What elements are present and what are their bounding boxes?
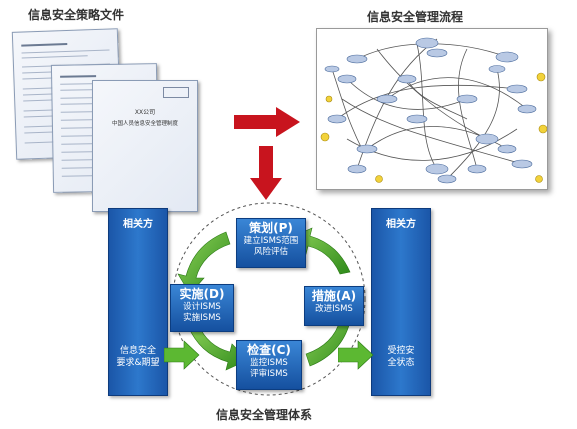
- phase-plan-line-2: 风险评估: [253, 247, 288, 257]
- right-footer-line-2: 全状态: [387, 358, 415, 368]
- document-company-name: XX公司: [134, 109, 156, 116]
- phase-plan-box: 策划(P) 建立ISMS范围 风险评估: [236, 218, 306, 268]
- policy-docs-title: 信息安全策略文件: [28, 8, 125, 22]
- process-flow-frame: [316, 28, 548, 190]
- red-arrow-down-icon: [250, 146, 282, 200]
- stakeholder-left-requirements: 信息安全 要求&期望: [111, 345, 165, 369]
- red-arrow-right-icon: [234, 107, 300, 137]
- stakeholder-left-pillar: 相关方 信息安全 要求&期望: [108, 208, 168, 396]
- left-footer-line-2: 要求&期望: [116, 358, 160, 368]
- phase-check-line-1: 监控ISMS: [250, 358, 288, 368]
- stakeholder-left-header: 相关方: [123, 219, 153, 230]
- phase-check-title: 检查(C): [247, 343, 291, 357]
- phase-do-line-2: 实施ISMS: [183, 313, 221, 323]
- phase-act-box: 措施(A) 改进ISMS: [304, 286, 364, 326]
- phase-act-line-1: 改进ISMS: [315, 304, 353, 314]
- document-subtitle: 中国人员信息安全管理制度: [111, 121, 178, 127]
- process-flow-diagram: [320, 37, 548, 184]
- phase-check-line-2: 评审ISMS: [250, 369, 288, 379]
- output-arrow-icon: [338, 340, 374, 370]
- phase-plan-title: 策划(P): [249, 221, 293, 235]
- phase-check-box: 检查(C) 监控ISMS 评审ISMS: [236, 340, 302, 390]
- stakeholder-right-header: 相关方: [386, 219, 416, 230]
- phase-plan-line-1: 建立ISMS范围: [243, 236, 299, 246]
- left-footer-line-1: 信息安全: [119, 346, 156, 356]
- phase-do-line-1: 设计ISMS: [183, 302, 221, 312]
- stakeholder-right-pillar: 相关方 受控安 全状态: [371, 208, 431, 396]
- process-title: 信息安全管理流程: [367, 10, 464, 24]
- phase-do-box: 实施(D) 设计ISMS 实施ISMS: [170, 284, 234, 332]
- policy-document-front: XX公司 中国人员信息安全管理制度: [92, 80, 198, 212]
- right-footer-line-1: 受控安: [387, 346, 415, 356]
- stakeholder-right-state: 受控安 全状态: [374, 345, 428, 369]
- phase-do-title: 实施(D): [179, 287, 225, 301]
- input-arrow-icon: [164, 340, 200, 370]
- phase-act-title: 措施(A): [311, 289, 357, 303]
- management-system-title: 信息安全管理体系: [216, 408, 313, 422]
